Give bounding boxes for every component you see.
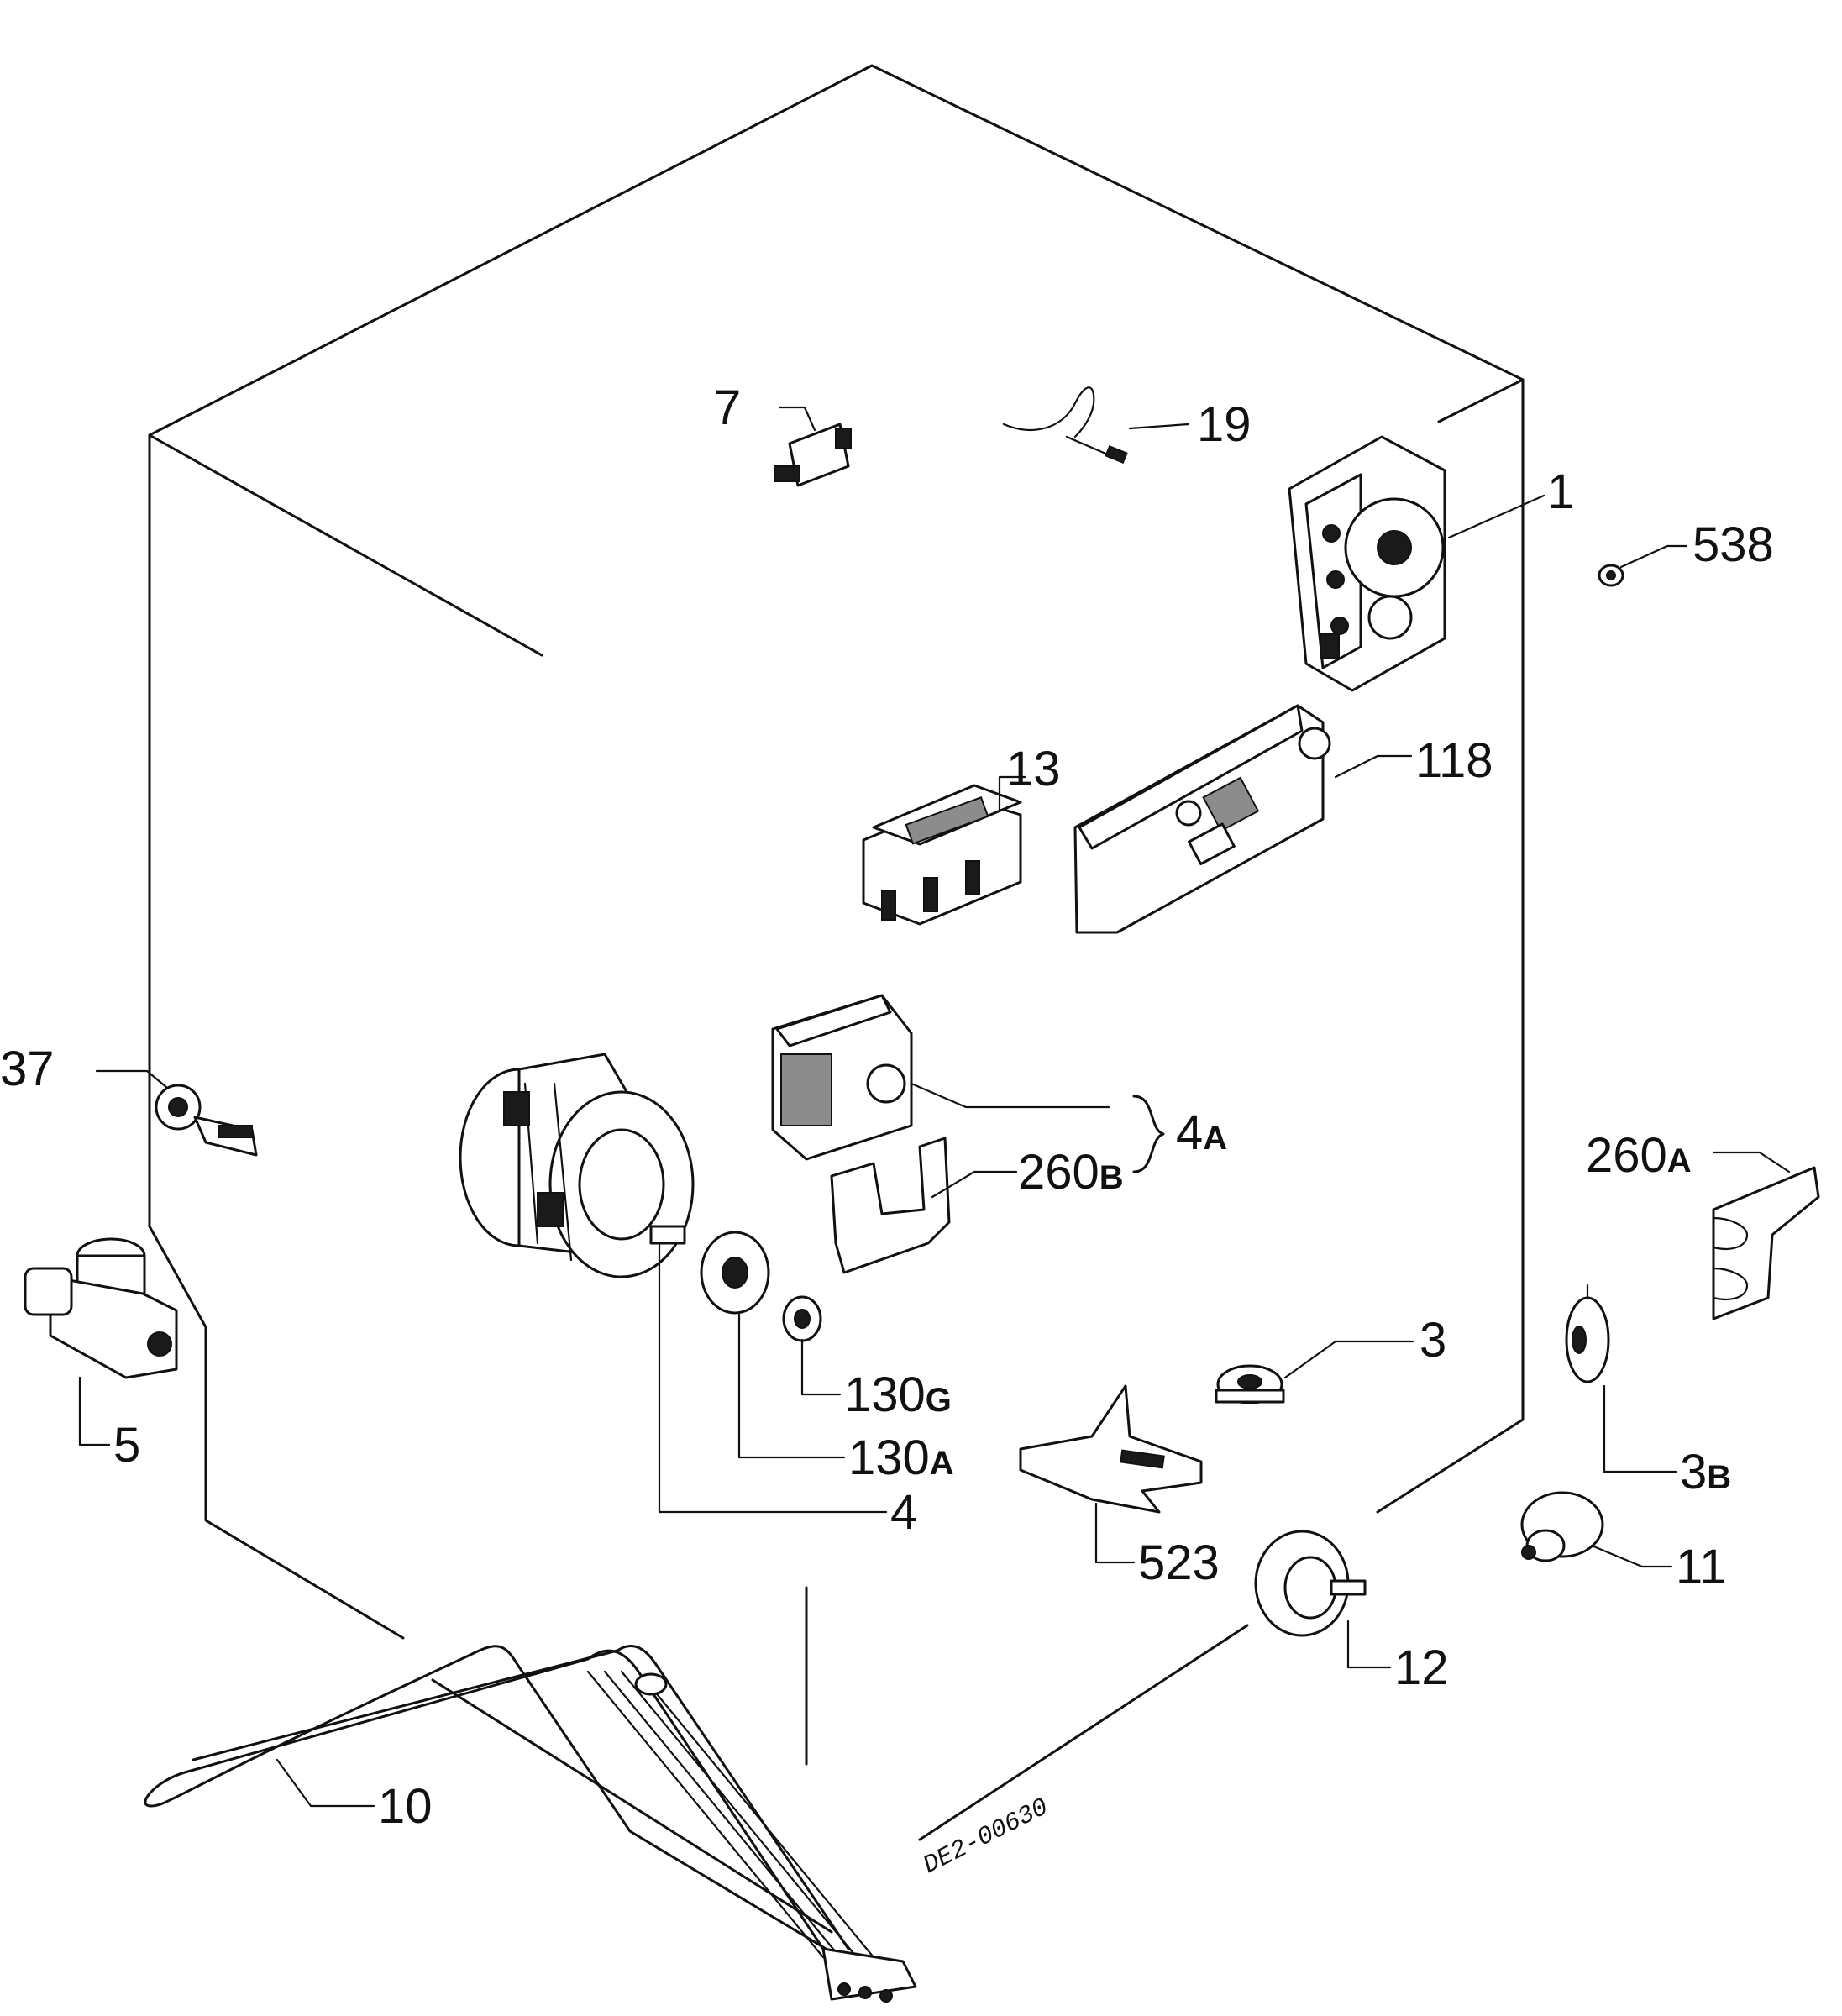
- brace-4a: [1132, 1095, 1165, 1173]
- label-37: 37: [0, 1042, 55, 1096]
- part-3-thermostat: [1215, 1340, 1414, 1404]
- part-5-water-valve: [24, 1237, 178, 1446]
- label-118: 118: [1415, 733, 1493, 788]
- label-10: 10: [378, 1779, 433, 1834]
- part-260a-bracket: [1712, 1151, 1820, 1320]
- label-130g: 130G: [844, 1368, 952, 1422]
- part-4a-pump: [771, 994, 1110, 1161]
- part-538-nut: [1598, 544, 1688, 587]
- cabinet-outline: [148, 64, 1525, 1934]
- label-538: 538: [1692, 517, 1774, 572]
- label-260a: 260A: [1586, 1128, 1692, 1183]
- part-10-heating-element: [144, 1645, 917, 2003]
- part-13-switch-block: [862, 775, 1026, 926]
- label-1: 1: [1547, 465, 1574, 519]
- part-12-round-switch: [1254, 1530, 1392, 1669]
- part-11-capacitor: [1520, 1491, 1673, 1568]
- label-13: 13: [1006, 742, 1061, 796]
- part-3b-pressure-switch: [1565, 1284, 1677, 1473]
- part-130g-bush: [782, 1295, 842, 1396]
- part-118-control-board: [1073, 704, 1413, 934]
- part-7-switch: [774, 406, 852, 487]
- drawing-code: DE2-00630: [919, 1793, 1053, 1881]
- part-130a-pulley: [700, 1231, 846, 1459]
- part-labels: 7 19 1 538 13 118 37 4A 260B 260A 3 130G…: [0, 381, 1774, 1881]
- label-4: 4: [890, 1485, 917, 1540]
- label-7: 7: [714, 381, 741, 435]
- part-260b-pump-bracket: [830, 1137, 1018, 1274]
- part-19-sensor: [1002, 386, 1190, 464]
- label-19: 19: [1197, 397, 1252, 452]
- part-37-door-lock: [95, 1069, 258, 1157]
- label-260b: 260B: [1018, 1145, 1124, 1200]
- label-130a: 130A: [848, 1431, 954, 1485]
- label-4a: 4A: [1176, 1105, 1227, 1160]
- label-5: 5: [113, 1418, 140, 1473]
- label-3: 3: [1420, 1313, 1446, 1368]
- part-4-motor: [459, 1053, 888, 1514]
- label-12: 12: [1394, 1641, 1449, 1695]
- label-11: 11: [1676, 1540, 1726, 1594]
- part-523-clip-plate: [1019, 1384, 1203, 1564]
- label-3b: 3B: [1680, 1445, 1731, 1499]
- part-1-timer: [1288, 435, 1545, 692]
- label-523: 523: [1138, 1536, 1220, 1590]
